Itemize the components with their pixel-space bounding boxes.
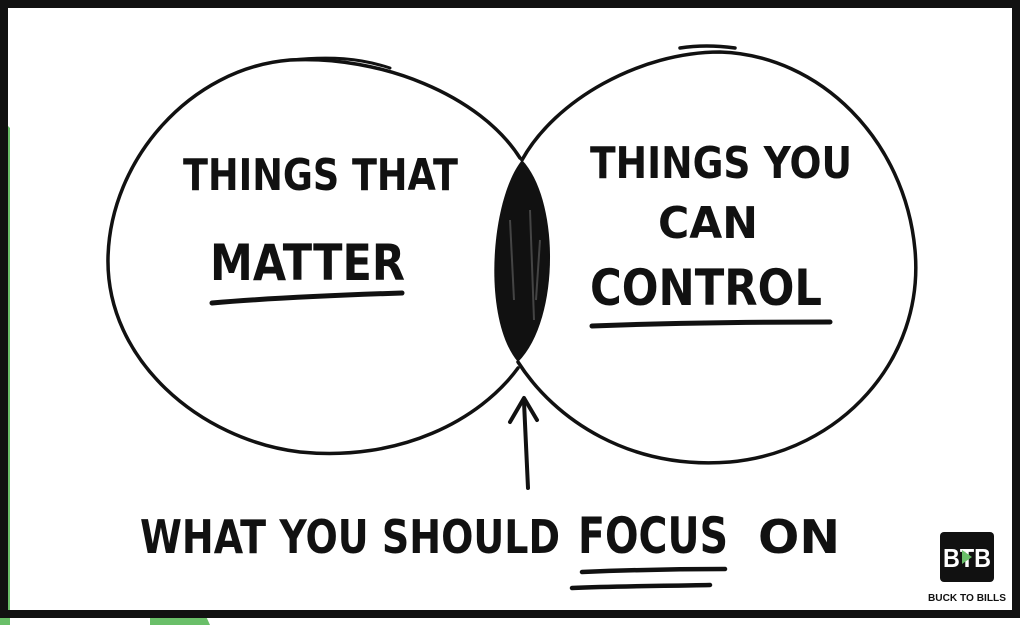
left-label-line2: MATTER	[210, 234, 405, 292]
intersection-texture	[509, 209, 541, 321]
caption-emphasis: FOCUS	[578, 507, 728, 565]
right-label-underline	[589, 319, 833, 329]
circle-things-you-can-control	[516, 50, 918, 465]
intersection-region	[494, 160, 551, 362]
caption-before: WHAT YOU SHOULD	[140, 510, 560, 564]
right-label-line3: CONTROL	[590, 259, 822, 317]
logo-text: BUCK TO BILLS	[928, 592, 1006, 604]
arrow-to-intersection	[522, 400, 530, 490]
logo-accent-arrow	[962, 550, 972, 564]
left-label-underline	[209, 290, 405, 306]
arrow-head	[508, 396, 539, 424]
circle-right-top-stroke	[678, 44, 737, 50]
caption-after: ON	[758, 510, 840, 564]
right-label-line2: CAN	[658, 198, 758, 249]
buck-to-bills-logo: BTB BUCK TO BILLS	[928, 532, 1006, 604]
caption-underline-2	[569, 582, 713, 591]
left-label-line1: THINGS THAT	[183, 150, 458, 201]
circle-things-that-matter	[106, 57, 522, 456]
right-label-line1: THINGS YOU	[590, 138, 852, 189]
caption-underline-1	[579, 566, 728, 575]
circle-left-top-overlap	[288, 56, 392, 70]
